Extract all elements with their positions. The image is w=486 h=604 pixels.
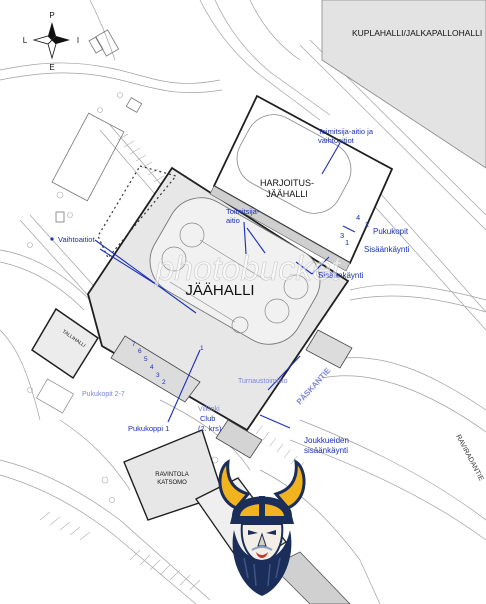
toimitsija-main-label-line2: aitio <box>226 216 240 225</box>
ravintola-label-line2: KATSOMO <box>157 480 187 486</box>
room-number: 1 <box>200 345 204 352</box>
compass-north-label: P <box>49 11 54 20</box>
harjoitushalli-label-line2: JÄÄHALLI <box>266 189 308 199</box>
annotation-leaders <box>94 142 356 429</box>
annotations: Toimitsija-aitio ja vaihtoaitiot Toimits… <box>50 127 410 455</box>
tallihalli-building <box>30 307 100 380</box>
room-number: 4 <box>150 364 154 371</box>
joukkueiden-label-line1: Joukkueiden <box>304 436 349 445</box>
kuplahalli-building <box>321 0 486 169</box>
room-numbers-jaahalli: 7 6 5 4 3 2 1 <box>132 341 204 386</box>
pukukopit-2-7-label: Pukukopit 2-7 <box>82 391 125 398</box>
vilkinki-label-line3: (2. krs) <box>198 424 222 433</box>
room-number: 3 <box>156 372 160 379</box>
pukukoppi-1-label: Pukukoppi 1 <box>128 424 169 433</box>
stands-outline <box>97 165 178 260</box>
paskantie-street-label: PÄSKANTIE <box>295 365 333 406</box>
ravirata-street-label: RAVIRADANTIE <box>454 434 484 483</box>
joukkueiden-label-line2: sisäänkäynti <box>304 446 348 455</box>
room-number: 6 <box>138 348 142 355</box>
trees <box>27 92 219 503</box>
toimitsija-harj-label-line2: vaihtoaitiot <box>318 136 355 145</box>
room-number: 4 <box>356 213 360 222</box>
room-numbers-harjoitushalli: 4 2 3 1 <box>340 213 369 247</box>
pukukopit-label: Pukukopit <box>373 227 409 236</box>
ravintola-label-line1: RAVINTOLA <box>155 472 188 478</box>
room-number: 5 <box>144 356 148 363</box>
jaahalli-label: JÄÄHALLI <box>185 282 254 299</box>
room-number: 7 <box>132 341 136 348</box>
compass-south-label: E <box>49 63 54 72</box>
harjoitushalli-label-line1: HARJOITUS- <box>260 178 314 188</box>
watermark: photobucket <box>154 250 342 288</box>
building-south-east <box>271 551 351 604</box>
vaihtoaitiot-label: Vaihtoaitiot <box>58 235 95 244</box>
toimitsija-harj-label-line1: Toimitsija-aitio ja <box>318 127 374 136</box>
viking-mascot-icon <box>218 459 306 596</box>
sisaankaynti-main-label: Sisäänkäynti <box>318 271 364 280</box>
small-structures <box>51 29 143 223</box>
toimitsija-main-label-line1: Toimitsija- <box>226 207 260 216</box>
room-number: 1 <box>345 238 349 247</box>
jaahalli-building <box>87 166 353 459</box>
kuplahalli-label: KUPLAHALLI/JALKAPALLOHALLI <box>352 28 482 38</box>
room-number: 3 <box>340 231 344 240</box>
compass-east-label: I <box>77 36 79 45</box>
turnaustoimisto-label: Turnaustoimisto <box>238 378 288 385</box>
sisaankaynti-harj-label: Sisäänkäynti <box>364 245 410 254</box>
vaihtoaitiot-marker-icon <box>50 237 54 241</box>
room-number: 2 <box>365 220 369 229</box>
room-number: 2 <box>162 379 166 386</box>
vilkinki-label-line1: Vilkinki <box>198 406 220 413</box>
vilkinki-label-line2: Club <box>200 414 215 423</box>
connector-corridor <box>209 185 351 272</box>
compass-rose: P E L I <box>23 11 79 72</box>
compass-west-label: L <box>23 36 28 45</box>
small-building-west <box>36 378 74 414</box>
